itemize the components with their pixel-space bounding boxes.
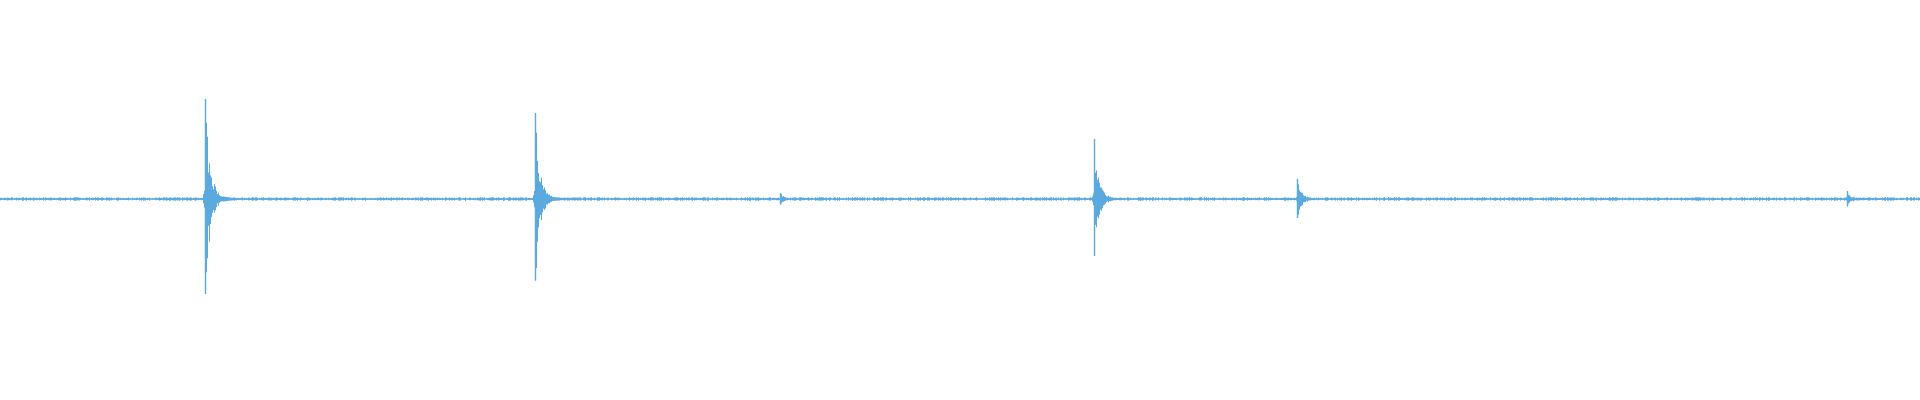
waveform-trace (0, 99, 1920, 294)
waveform-samples (0, 122, 1920, 273)
